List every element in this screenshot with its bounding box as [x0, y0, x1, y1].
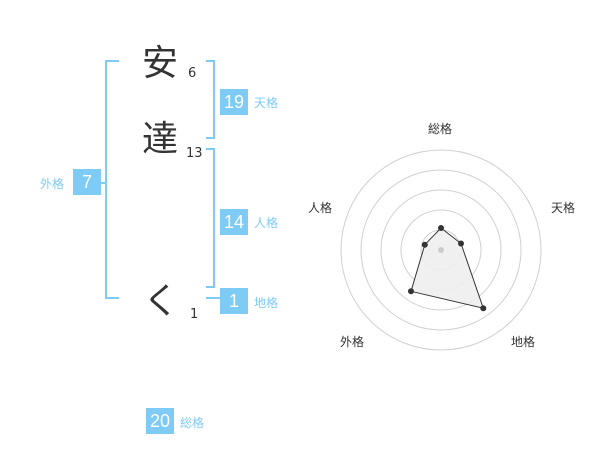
radar-label-soukaku: 総格 [428, 122, 453, 136]
radar-point-4 [421, 241, 428, 248]
radar-point-0 [438, 225, 444, 231]
jinkaku-bracket-bottom [206, 286, 214, 288]
name-char-2: 達 [142, 119, 179, 160]
tenkaku-label: 天格 [254, 96, 279, 110]
gaikaku-badge: 7 [73, 169, 101, 195]
radar-ring [360, 169, 522, 331]
radar-chart [340, 149, 542, 351]
radar-label-jinkaku: 人格 [308, 201, 333, 215]
name-char-1: 安 [142, 43, 179, 84]
jinkaku-bracket-top [206, 148, 214, 150]
name-char-2-strokes: 13 [186, 146, 203, 161]
chikaku-badge: 1 [220, 288, 248, 314]
name-char-1-strokes: 6 [188, 66, 197, 81]
chikaku-connector [206, 297, 220, 299]
soukaku-label: 総格 [180, 416, 205, 430]
name-char-3: く [143, 281, 180, 322]
radar-ring [340, 149, 542, 351]
tenkaku-bracket-vertical [213, 60, 215, 139]
radar-point-1 [458, 240, 464, 247]
gaikaku-bracket-top [105, 60, 119, 62]
gaikaku-bracket-vertical [105, 60, 107, 299]
gaikaku-label: 外格 [40, 177, 65, 191]
chikaku-label: 地格 [254, 296, 279, 310]
radar-label-tenkaku: 天格 [551, 201, 576, 215]
jinkaku-badge: 14 [220, 209, 248, 235]
radar-point-2 [480, 305, 487, 312]
jinkaku-bracket-vertical [213, 148, 215, 288]
radar-points [408, 225, 487, 312]
gaikaku-bracket-tick [99, 182, 106, 184]
radar-point-3 [408, 288, 414, 295]
tenkaku-bracket-bottom [206, 137, 214, 139]
radar-polygon [410, 227, 485, 309]
tenkaku-bracket-top [206, 60, 214, 62]
gaikaku-bracket-bottom [105, 297, 119, 299]
tenkaku-badge: 19 [220, 89, 248, 115]
jinkaku-label: 人格 [254, 216, 279, 230]
name-char-3-strokes: 1 [190, 307, 199, 322]
radar-label-gaikaku: 外格 [340, 335, 365, 349]
radar-center-dot [438, 247, 444, 253]
radar-label-chikaku: 地格 [511, 335, 536, 349]
radar-ring [380, 189, 502, 311]
soukaku-badge: 20 [146, 408, 174, 434]
